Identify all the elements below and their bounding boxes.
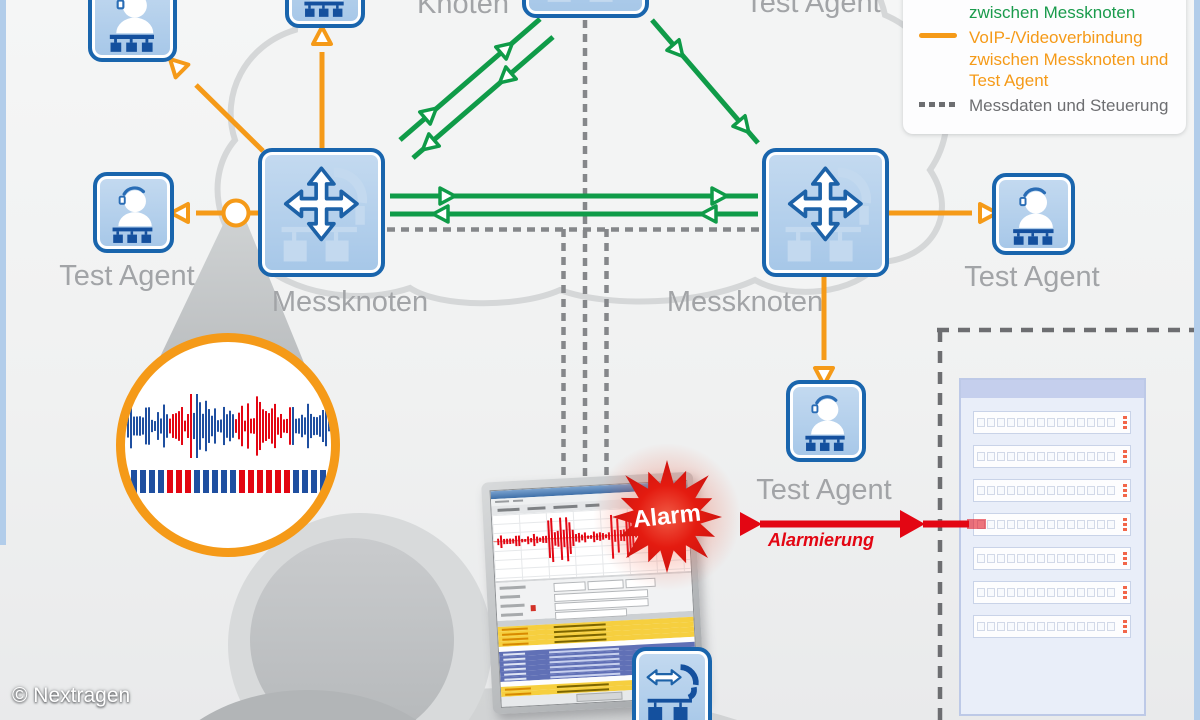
test-agent-node-left [93,172,174,253]
legend-label: VoIP-/Videoverbindung zwischen Messknote… [969,28,1169,90]
rack-unit [973,581,1131,604]
waveform-magnifier [116,333,340,557]
rack-header-bar [961,380,1144,398]
legend-orange-line-swatch [919,27,969,91]
test-agent-left-label: Test Agent [59,260,195,292]
test-agent-node-top-mid [285,0,365,28]
legend-item-messdaten: Messdaten und Steuerung [919,95,1174,116]
rack-unit [973,615,1131,638]
test-agent-node-lower [786,380,866,462]
alarm-arrow-label: Alarmierung [768,530,875,550]
alarm-star: Alarm [592,442,742,592]
orange-arrowheads [167,25,999,387]
messknoten-right-label: Messknoten [666,286,824,318]
rack-unit-list [961,398,1144,638]
legend-dotted-swatch [919,95,969,116]
test-agent-right-label: Test Agent [964,261,1100,293]
call-transfer-icon [640,656,703,720]
messknoten-node-left [258,148,385,277]
legend-swatch-hidden [919,2,969,23]
messknoten-left-label: Messknoten [271,286,429,318]
rack-unit [973,547,1131,570]
legend-item-voip-testagent: VoIP-/Videoverbindung zwischen Messknote… [919,27,1174,91]
legend-panel: zwischen Messknoten VoIP-/Videoverbindun… [903,0,1186,135]
messknoten-top-label: Knoten [417,0,509,20]
legend-label: zwischen Messknoten [969,3,1136,22]
legend-label: Messdaten und Steuerung [969,96,1169,115]
test-agent-top-label: Test Agent [745,0,881,19]
voice-waveform [127,394,330,458]
rack-unit [973,513,1131,536]
rack-unit [973,411,1131,434]
test-agent-node-top-left [88,0,177,62]
left-edge-strip [0,0,6,545]
green-arrowheads [418,38,751,224]
alarm-response-rack [959,378,1146,716]
right-edge-strip [1194,0,1200,720]
messknoten-node-top [522,0,649,18]
rack-unit [973,479,1131,502]
test-agent-node-right [992,173,1075,255]
rack-unit [973,445,1131,468]
person-silhouette-head [250,538,454,720]
alarm-starburst [593,443,741,591]
packet-barcode [131,470,331,493]
messdaten-dotted-lines [387,20,760,478]
messknoten-node-right [762,148,889,277]
magnifier-origin-ring [221,198,251,228]
copyright-watermark: © Nextragen [12,684,131,707]
test-agent-lower-label: Test Agent [756,474,892,506]
call-node-bottom [632,647,712,720]
legend-item-voip-messknoten: zwischen Messknoten [919,2,1174,23]
